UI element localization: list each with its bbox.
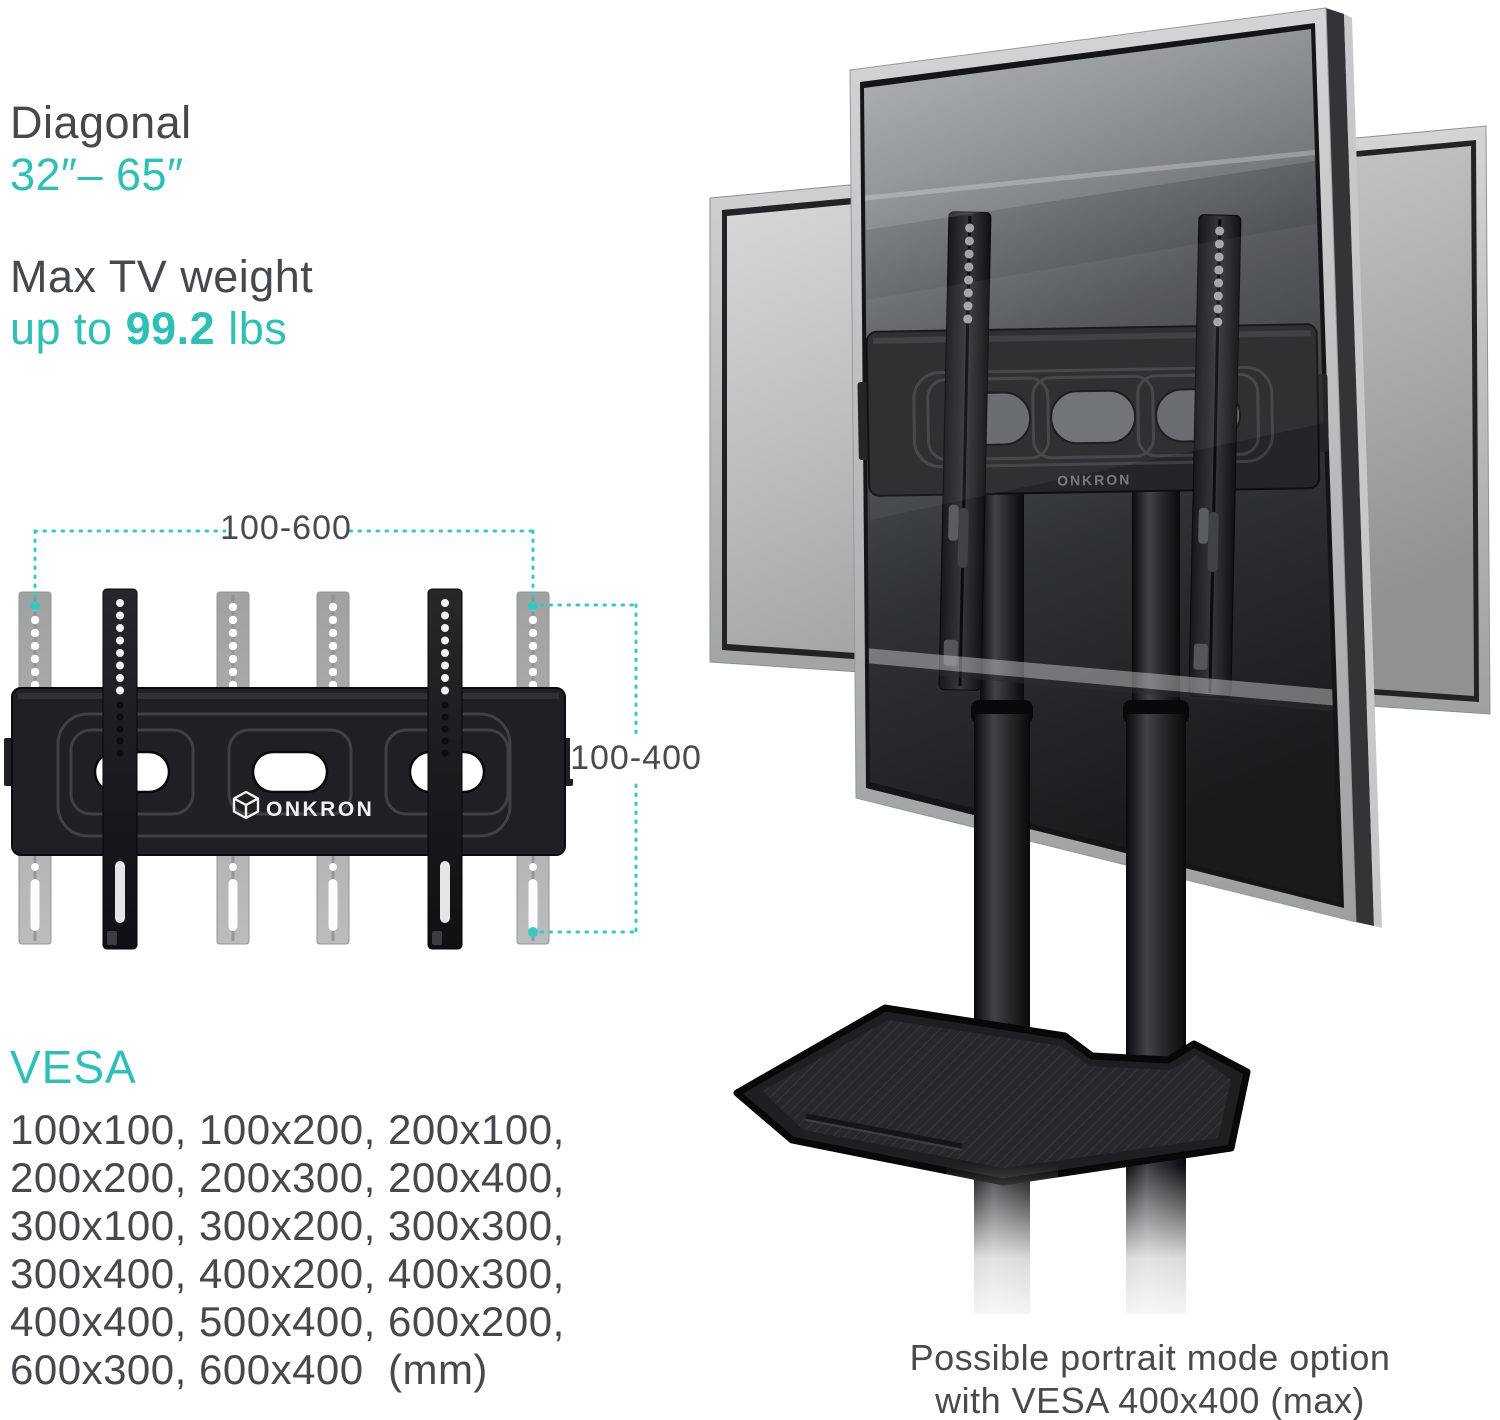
vesa-heading: VESA xyxy=(10,1041,137,1093)
vesa-line: 200x200, 200x300, 200x400, xyxy=(10,1154,565,1201)
dimension-anchors xyxy=(30,601,538,937)
bracket-dimension-diagram: ONKRON xyxy=(4,505,700,950)
pole-fade-right xyxy=(1100,1165,1212,1335)
black-rails xyxy=(102,588,463,950)
bar-slot xyxy=(251,750,329,794)
stand-shelf xyxy=(733,1004,1251,1186)
pole-fade-left xyxy=(946,1165,1058,1335)
vesa-line: 100x100, 100x200, 200x100, xyxy=(10,1106,565,1153)
vesa-line: 300x400, 400x200, 400x300, xyxy=(10,1250,565,1297)
tv-rail-right xyxy=(1188,214,1242,698)
width-range-label: 100-600 xyxy=(220,509,352,547)
onkron-logo: ONKRON xyxy=(232,790,374,821)
portrait-mode-caption: Possible portrait mode option with VESA … xyxy=(870,1336,1430,1420)
diagonal-value: 32″– 65″ xyxy=(10,149,184,200)
vesa-line: 400x400, 500x400, 600x200, xyxy=(10,1298,565,1345)
diagram-bar: ONKRON xyxy=(4,687,573,856)
vesa-line: 300x100, 300x200, 300x300, xyxy=(10,1202,565,1249)
onkron-cube-icon xyxy=(232,790,260,820)
vesa-block: VESA 100x100, 100x200, 200x100, 200x200,… xyxy=(10,1040,565,1394)
diagonal-label: Diagonal xyxy=(10,97,192,148)
brand-on-bar: ONKRON xyxy=(1057,471,1132,488)
max-weight-label: Max TV weight xyxy=(10,251,314,302)
screen-reflections xyxy=(864,29,1339,712)
caption-line-2: with VESA 400x400 (max) xyxy=(935,1380,1365,1420)
spec-block: Diagonal 32″– 65″ Max TV weight up to 99… xyxy=(10,98,313,354)
black-rail xyxy=(427,588,463,950)
max-weight-value: up to 99.2 lbs xyxy=(10,303,288,354)
height-range-label: 100-400 xyxy=(570,739,700,777)
black-rail xyxy=(102,588,138,950)
vesa-line: 600x300, 600x400 (mm) xyxy=(10,1346,488,1393)
brand-on-diagram: ONKRON xyxy=(266,798,374,821)
bar-slot-center xyxy=(1050,389,1137,445)
caption-line-1: Possible portrait mode option xyxy=(909,1337,1391,1378)
